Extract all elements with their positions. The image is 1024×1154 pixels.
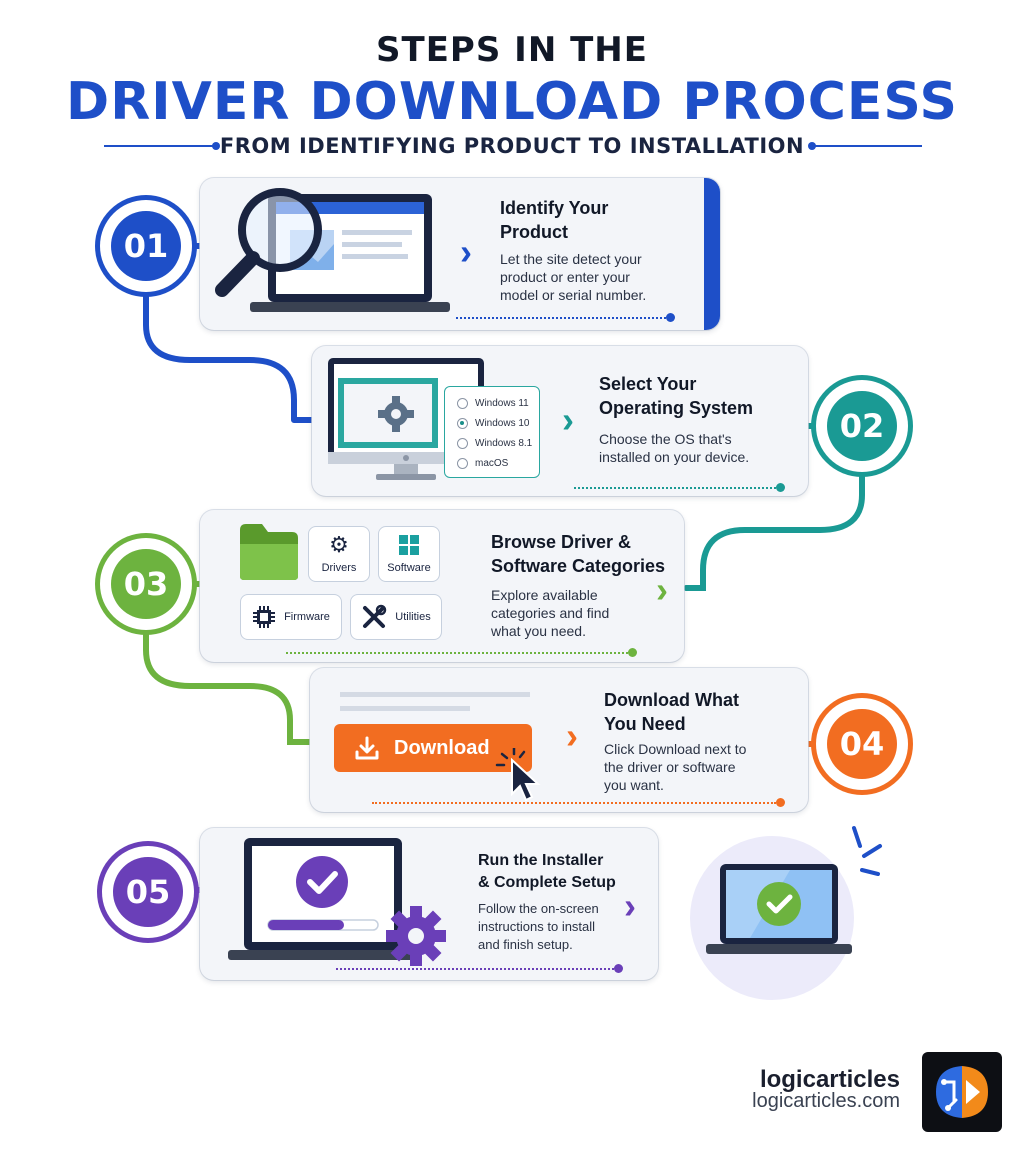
brand-name: logicarticles bbox=[759, 1066, 900, 1093]
magnifier-laptop-icon bbox=[215, 188, 450, 312]
step-4-dotted-line bbox=[372, 802, 776, 804]
step-1-body-2: product or enter your bbox=[500, 269, 630, 285]
folder-icon bbox=[240, 524, 298, 580]
step-2-title-2: Operating System bbox=[599, 398, 754, 418]
step-1-end-dot bbox=[666, 313, 675, 322]
step-5-chevron-icon: › bbox=[624, 885, 636, 926]
step-4-chevron-icon: › bbox=[566, 715, 578, 756]
step-1-number: 01 bbox=[111, 211, 181, 281]
download-button[interactable]: Download bbox=[334, 724, 532, 772]
cursor-icon bbox=[495, 748, 541, 802]
subtitle-rule-left-dot bbox=[212, 142, 220, 150]
step-5-body-2: instructions to install bbox=[478, 919, 596, 934]
os-option-4[interactable]: macOS bbox=[457, 453, 539, 473]
step-5-body-3: and finish setup. bbox=[478, 937, 573, 952]
chip-icon bbox=[253, 606, 276, 628]
tools-icon bbox=[363, 604, 387, 628]
windows-logo-icon bbox=[399, 535, 419, 555]
step-4-title-1: Download What bbox=[604, 690, 739, 710]
step-1-title-2: Product bbox=[500, 222, 569, 242]
step-2-body-2: installed on your device. bbox=[599, 449, 750, 465]
step-3-body-2: categories and find bbox=[491, 605, 610, 621]
gear-icon: ⚙ bbox=[329, 532, 349, 557]
os-option-1[interactable]: Windows 11 bbox=[457, 393, 539, 413]
step-5-title-2: & Complete Setup bbox=[478, 874, 616, 891]
step-2-chevron-icon: › bbox=[562, 399, 574, 440]
step-2-end-dot bbox=[776, 483, 785, 492]
step-3-dotted-line bbox=[286, 652, 628, 654]
step-1-circle: 01 bbox=[100, 200, 192, 292]
step-3-title-1: Browse Driver & bbox=[491, 532, 632, 552]
step-3-end-dot bbox=[628, 648, 637, 657]
step-3-card: ⚙ Drivers Software Firmware Utilities B bbox=[200, 510, 684, 662]
category-utilities-tile[interactable]: Utilities bbox=[350, 594, 442, 640]
os-options-panel: Windows 11 Windows 10 Windows 8.1 macOS bbox=[444, 386, 540, 478]
step-3-title-2: Software Categories bbox=[491, 556, 666, 576]
laptop-installer-icon bbox=[228, 838, 446, 966]
title-line-1: STEPS IN THE bbox=[376, 30, 648, 70]
step-2-body-1: Choose the OS that's bbox=[599, 431, 732, 447]
category-drivers-tile[interactable]: ⚙ Drivers bbox=[308, 526, 370, 582]
step-5-number: 05 bbox=[113, 857, 183, 927]
placeholder-line-1 bbox=[340, 692, 530, 697]
brand-url: logicarticles.com bbox=[752, 1090, 900, 1112]
step-4-number: 04 bbox=[827, 709, 897, 779]
step-2-number: 02 bbox=[827, 391, 897, 461]
os-option-3[interactable]: Windows 8.1 bbox=[457, 433, 539, 453]
step-1-dotted-line bbox=[456, 317, 666, 319]
placeholder-line-2 bbox=[340, 706, 470, 711]
step-2-circle: 02 bbox=[816, 380, 908, 472]
step-5-body-1: Follow the on-screen bbox=[478, 901, 599, 916]
brand-logo-icon bbox=[922, 1052, 1002, 1132]
step-1-chevron-icon: › bbox=[460, 231, 472, 272]
step-3-number: 03 bbox=[111, 549, 181, 619]
step-5-end-dot bbox=[614, 964, 623, 973]
step-5-card: Run the Installer & Complete Setup Follo… bbox=[200, 828, 658, 980]
step-4-title-2: You Need bbox=[604, 714, 686, 734]
step-1-body-3: model or serial number. bbox=[500, 287, 647, 303]
step-5-dotted-line bbox=[336, 968, 614, 970]
step-5-title-1: Run the Installer bbox=[478, 852, 604, 869]
category-software-tile[interactable]: Software bbox=[378, 526, 440, 582]
step-4-circle: 04 bbox=[816, 698, 908, 790]
step-3-body-1: Explore available bbox=[491, 587, 598, 603]
step-2-dotted-line bbox=[574, 487, 776, 489]
step-3-body-3: what you need. bbox=[491, 623, 586, 639]
step-1-accent-bar bbox=[704, 178, 720, 330]
step-3-circle: 03 bbox=[100, 538, 192, 630]
subtitle: FROM IDENTIFYING PRODUCT TO INSTALLATION bbox=[219, 134, 805, 158]
step-2-title-1: Select Your bbox=[599, 374, 697, 394]
step-1-body-1: Let the site detect your bbox=[500, 251, 642, 267]
step-4-body-3: you want. bbox=[604, 777, 664, 793]
step-4-card: Download › Download What You Need Click … bbox=[310, 668, 808, 812]
step-3-chevron-icon: › bbox=[656, 569, 668, 610]
step-4-end-dot bbox=[776, 798, 785, 807]
category-firmware-tile[interactable]: Firmware bbox=[240, 594, 342, 640]
step-5-circle: 05 bbox=[102, 846, 194, 938]
os-option-2[interactable]: Windows 10 bbox=[457, 413, 539, 433]
step-4-body-1: Click Download next to bbox=[604, 741, 747, 757]
step-2-card: Windows 11 Windows 10 Windows 8.1 macOS … bbox=[312, 346, 808, 496]
step-4-body-2: the driver or software bbox=[604, 759, 736, 775]
subtitle-rule-left bbox=[104, 145, 214, 147]
step-1-card: › Identify Your Product Let the site det… bbox=[200, 178, 720, 330]
subtitle-rule-right bbox=[812, 145, 922, 147]
step-1-title-1: Identify Your bbox=[500, 198, 609, 218]
laptop-check-icon bbox=[690, 826, 882, 1000]
title-line-2: DRIVER DOWNLOAD PROCESS bbox=[66, 72, 958, 132]
download-icon bbox=[355, 736, 379, 760]
